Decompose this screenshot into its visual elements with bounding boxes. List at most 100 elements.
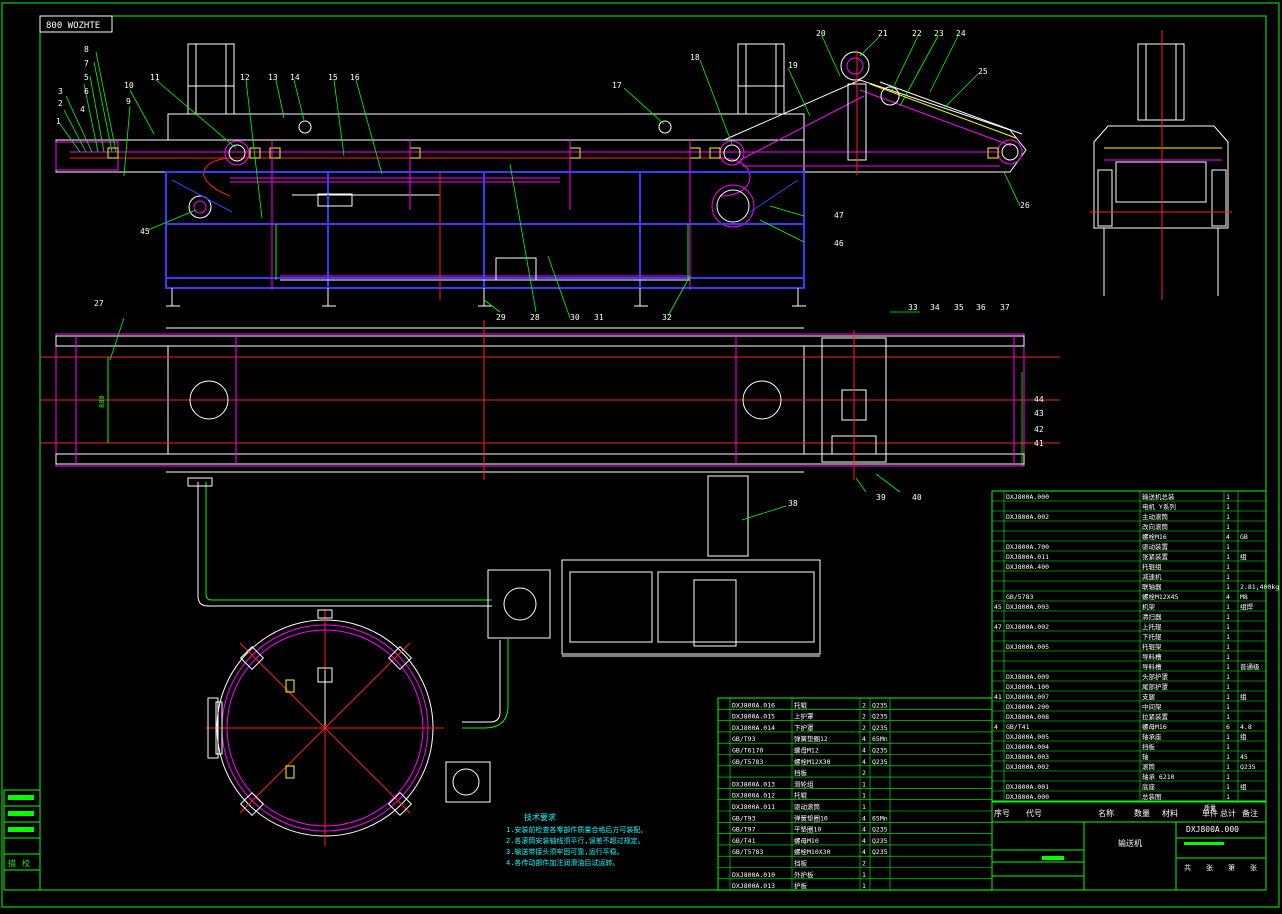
bom-left-row-cell: Q235 bbox=[872, 747, 888, 755]
callout-45: 45 bbox=[140, 227, 150, 236]
bom-right-row-cell: 螺栓M12X45 bbox=[1142, 592, 1179, 601]
bom-right-row-cell: 45 bbox=[994, 603, 1002, 611]
bom-left-row-cell: DXJ800A.011 bbox=[732, 803, 775, 811]
callout-24: 24 bbox=[956, 29, 966, 38]
callout-47: 47 bbox=[834, 211, 844, 220]
callout-36: 36 bbox=[976, 303, 986, 312]
bom-left-row-cell: DXJ800A.014 bbox=[732, 724, 775, 732]
bom-right-row-cell: 4 bbox=[1226, 533, 1230, 541]
callout-11: 11 bbox=[150, 73, 160, 82]
callout-17: 17 bbox=[612, 81, 622, 90]
bom-right-row-cell: DXJ800A.009 bbox=[1006, 673, 1049, 681]
bom-right-header: 单件 bbox=[1202, 808, 1218, 818]
bom-left-row-cell: 4 bbox=[862, 814, 866, 822]
bom-left-row-cell: GB/T97 bbox=[732, 826, 756, 834]
bom-left-row-cell: 2 bbox=[862, 724, 866, 732]
dimension-800: 800 bbox=[98, 395, 106, 408]
callout-41: 41 bbox=[1034, 439, 1044, 448]
bom-left-row-cell: 1 bbox=[862, 882, 866, 890]
bom-right-row-cell: DXJ800A.008 bbox=[1006, 713, 1049, 721]
elevation-view bbox=[55, 43, 1027, 307]
leader-lines bbox=[59, 35, 1023, 521]
callout-27: 27 bbox=[94, 299, 104, 308]
bom-right-row-cell: 1 bbox=[1226, 633, 1230, 641]
bom-right-row-cell: 普通级 bbox=[1240, 662, 1260, 671]
callout-44: 44 bbox=[1034, 395, 1044, 404]
bom-right-row-cell: 中间架 bbox=[1142, 702, 1162, 711]
bom-left-row-cell: 4 bbox=[862, 735, 866, 743]
bom-right-row-cell: 驱动装置 bbox=[1142, 542, 1169, 551]
bom-right-row-cell: 组 bbox=[1240, 782, 1247, 791]
bom-right-row-cell: 1 bbox=[1226, 603, 1230, 611]
bom-right-row-cell: 1 bbox=[1226, 503, 1230, 511]
callout-34: 34 bbox=[930, 303, 940, 312]
bom-right-header: 数量 bbox=[1134, 808, 1150, 818]
drawing-number: DXJ800A.000 bbox=[1186, 825, 1239, 834]
notes-heading: 技术要求 bbox=[524, 812, 556, 822]
callout-23: 23 bbox=[934, 29, 944, 38]
bom-left-row-cell: 螺母M12 bbox=[794, 746, 819, 755]
bom-left-row-cell: GB/T41 bbox=[732, 837, 756, 845]
bom-left-row-cell: 弹簧垫圈12 bbox=[794, 734, 828, 743]
bom-right-row-cell: 挡板 bbox=[1142, 742, 1156, 751]
bom-left-row-cell: 下护罩 bbox=[794, 723, 814, 732]
bom-left-row-cell: GB/T93 bbox=[732, 735, 756, 743]
bom-left-row-cell: 托辊 bbox=[794, 700, 808, 709]
bom-left-row-cell: GB/T93 bbox=[732, 814, 756, 822]
callout-35: 35 bbox=[954, 303, 964, 312]
bom-left-row-cell: 弹簧垫圈10 bbox=[794, 813, 828, 822]
callout-33: 33 bbox=[908, 303, 918, 312]
bom-left-row-cell: 挡板 bbox=[794, 859, 808, 868]
bom-right-row-cell: 输送机总装 bbox=[1142, 492, 1175, 501]
bom-right-row-cell: 4 bbox=[1226, 593, 1230, 601]
bom-left-row-cell: 65Mn bbox=[872, 814, 888, 822]
bom-left-row-cell: 2 bbox=[862, 701, 866, 709]
bom-right-row-cell: 1 bbox=[1226, 763, 1230, 771]
bom-right-row-cell: 1 bbox=[1226, 523, 1230, 531]
bom-right-row-cell: 轴承 6210 bbox=[1142, 772, 1175, 781]
callout-14: 14 bbox=[290, 73, 300, 82]
bom-right-row-cell: DXJ800A.002 bbox=[1006, 763, 1049, 771]
bom-right-row-cell: 改向滚筒 bbox=[1142, 522, 1169, 531]
bom-right-row-cell: 组 bbox=[1240, 732, 1247, 741]
bom-left-row-cell: 4 bbox=[862, 848, 866, 856]
bom-left-row-cell: 托辊 bbox=[794, 791, 808, 800]
callout-29: 29 bbox=[496, 313, 506, 322]
bom-right-row-cell: 头部护罩 bbox=[1142, 672, 1169, 681]
bom-right-row-cell: DXJ800A.000 bbox=[1006, 793, 1049, 801]
bom-left-row-cell: Q235 bbox=[872, 837, 888, 845]
bom-right-row-cell: 1 bbox=[1226, 643, 1230, 651]
bom-right-row-cell: 联轴器 bbox=[1142, 582, 1162, 591]
bom-right-row-cell: 机架 bbox=[1142, 602, 1156, 611]
callout-31: 31 bbox=[594, 313, 604, 322]
drawing-name: 输送机 bbox=[1118, 838, 1142, 848]
sheet-count-label: 第 bbox=[1228, 863, 1235, 872]
title-tab bbox=[39, 15, 113, 33]
bom-right-row-cell: 螺母M16 bbox=[1142, 722, 1167, 731]
bom-right-row-cell: DXJ800A.005 bbox=[1006, 643, 1049, 651]
callout-13: 13 bbox=[268, 73, 278, 82]
bom-left-row-cell: 2 bbox=[862, 769, 866, 777]
bom-right-row-cell: 螺栓M16 bbox=[1142, 532, 1167, 541]
bom-left-row-cell: Q235 bbox=[872, 758, 888, 766]
bom-left-row-cell: DXJ800A.013 bbox=[732, 780, 775, 788]
bom-right-row-cell: Q235 bbox=[1240, 763, 1256, 771]
callout-10: 10 bbox=[124, 81, 134, 90]
bom-right-row-cell: 底座 bbox=[1142, 782, 1156, 791]
callout-19: 19 bbox=[788, 61, 798, 70]
bom-right-row-cell: 1 bbox=[1226, 793, 1230, 801]
bom-left-row-cell: 2 bbox=[862, 860, 866, 868]
inner-border bbox=[39, 15, 1267, 891]
bom-left-row-cell: 1 bbox=[862, 780, 866, 788]
bom-right-row-cell: DXJ800A.700 bbox=[1006, 543, 1049, 551]
bom-right-row-cell: 拉紧装置 bbox=[1142, 712, 1169, 721]
bom-right-row-cell: 1 bbox=[1226, 743, 1230, 751]
bom-right-row-cell: 清扫器 bbox=[1142, 612, 1162, 621]
bom-left-row-cell: 护板 bbox=[794, 881, 808, 890]
callout-6: 6 bbox=[84, 87, 89, 96]
bom-right-row-cell: 尾部护罩 bbox=[1142, 682, 1169, 691]
notes-line-2: 2.各滚筒安装轴线须平行,误差不超过规定。 bbox=[506, 836, 645, 845]
notes-line-4: 4.各传动部件加注润滑油后试运转。 bbox=[506, 858, 619, 867]
